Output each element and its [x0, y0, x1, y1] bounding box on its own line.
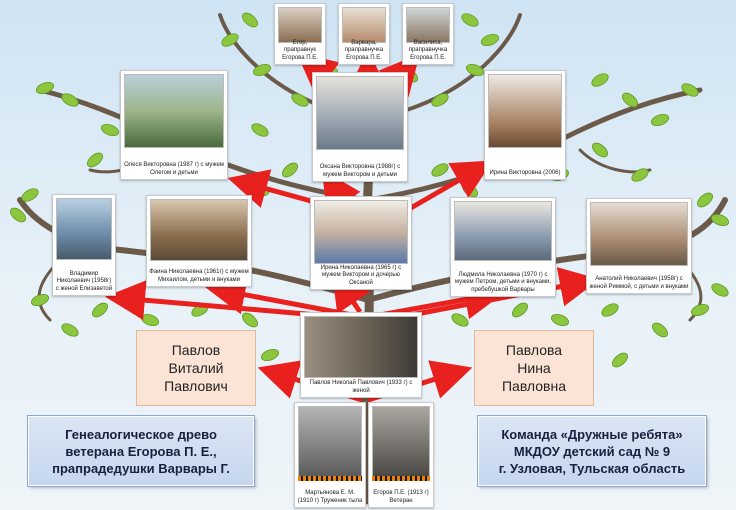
card-pavlov-n: Павлов Николай Павлович (1933 г) с женой: [300, 312, 422, 398]
pavlova-nina-line1: Павлова: [505, 342, 563, 358]
st-george-ribbon: [298, 476, 362, 481]
photo-anatoly: [590, 202, 688, 266]
caption-oksana: Оксана Викторовна (1988г) с мужем Виктор…: [319, 164, 401, 178]
photo-egor: [278, 7, 322, 43]
caption-faina: Фаина Николаевна (1961г) с мужем Михаило…: [149, 269, 249, 283]
card-egorov: Егоров П.Е. (1913 г) Ветеран: [368, 402, 434, 508]
pavlova-nina-line3: Павловна: [501, 378, 567, 394]
card-olesya: Олеся Викторовна (1987 г) с мужем Олегом…: [120, 70, 228, 180]
caption-egor: Егор, праправнук Егорова П.Е.: [282, 39, 318, 61]
caption-anatoly: Анатолий Николаевич (1958г) с женой Римм…: [589, 276, 689, 290]
panel-title-line3: прапрадедушки Варвары Г.: [52, 460, 230, 476]
caption-pavlov-n: Павлов Николай Павлович (1933 г) с женой: [309, 380, 413, 394]
caption-olesya: Олеся Викторовна (1987 г) с мужем Олегом…: [124, 162, 224, 176]
pavlov-vitaly-line3: Павлович: [164, 378, 228, 394]
card-irina-v: Ирина Викторовна (2006): [484, 70, 566, 180]
card-lyudmila: Людмила Николаевна (1970 г) с мужем Петр…: [450, 197, 556, 297]
card-vasilisa: Василиса, праправнучка Егорова П.Е.: [402, 3, 454, 65]
photo-vladimir: [56, 198, 112, 260]
card-oksana: Оксана Викторовна (1988г) с мужем Виктор…: [312, 72, 408, 182]
card-anatoly: Анатолий Николаевич (1958г) с женой Римм…: [586, 198, 692, 294]
caption-irina-n: Ирина Николаевна (1965 г) с мужем Виктор…: [320, 264, 402, 286]
panel-title-line2: ветерана Егорова П. Е.,: [65, 443, 217, 459]
pavlova-nina-line2: Нина: [517, 360, 551, 376]
panel-team: Команда «Дружные ребята» МКДОУ детский с…: [478, 416, 706, 486]
card-martyanova: Мартьянова Е. М. (1910 г) Труженик тыла: [294, 402, 366, 508]
photo-olesya: [124, 74, 224, 148]
caption-varvara: Варвара, праправнучка Егорова П.Е.: [344, 39, 384, 61]
photo-varvara: [342, 7, 386, 43]
caption-irina-v: Ирина Викторовна (2006): [489, 169, 561, 176]
photo-vasilisa: [406, 7, 450, 43]
photo-martyanova: [298, 406, 362, 478]
pavlov-vitaly-line1: Павлов: [171, 342, 221, 358]
card-faina: Фаина Николаевна (1961г) с мужем Михаило…: [146, 195, 252, 287]
card-irina-n: Ирина Николаевна (1965 г) с мужем Виктор…: [310, 196, 412, 290]
box-pavlova-nina: Павлова Нина Павловна: [474, 330, 594, 406]
box-pavlov-vitaly: Павлов Виталий Павлович: [136, 330, 256, 406]
photo-faina: [150, 199, 248, 261]
photo-oksana: [316, 76, 404, 150]
panel-team-line3: г. Узловая, Тульская область: [498, 460, 686, 476]
photo-irina-n: [314, 200, 408, 264]
caption-vasilisa: Василиса, праправнучка Егорова П.Е.: [408, 39, 448, 61]
pavlov-vitaly-line2: Виталий: [168, 360, 224, 376]
card-vladimir: Владимир Николаевич (1958г) с женой Елиз…: [52, 194, 116, 296]
photo-lyudmila: [454, 201, 552, 261]
caption-egorov: Егоров П.Е. (1913 г) Ветеран: [373, 490, 429, 504]
caption-lyudmila: Людмила Николаевна (1970 г) с мужем Петр…: [454, 271, 552, 293]
caption-martyanova: Мартьянова Е. М. (1910 г) Труженик тыла: [297, 490, 363, 504]
caption-vladimir: Владимир Николаевич (1958г) с женой Елиз…: [55, 270, 113, 292]
photo-irina-v: [488, 74, 562, 148]
panel-team-line1: Команда «Дружные ребята»: [501, 426, 683, 442]
card-varvara: Варвара, праправнучка Егорова П.Е.: [338, 3, 390, 65]
panel-title-line1: Генеалогическое древо: [65, 426, 217, 442]
st-george-ribbon: [372, 476, 430, 481]
photo-egorov: [372, 406, 430, 478]
panel-team-line2: МКДОУ детский сад № 9: [513, 443, 671, 459]
panel-title: Генеалогическое древо ветерана Егорова П…: [28, 416, 254, 486]
photo-pavlov-n: [304, 316, 418, 378]
card-egor: Егор, праправнук Егорова П.Е.: [274, 3, 326, 65]
